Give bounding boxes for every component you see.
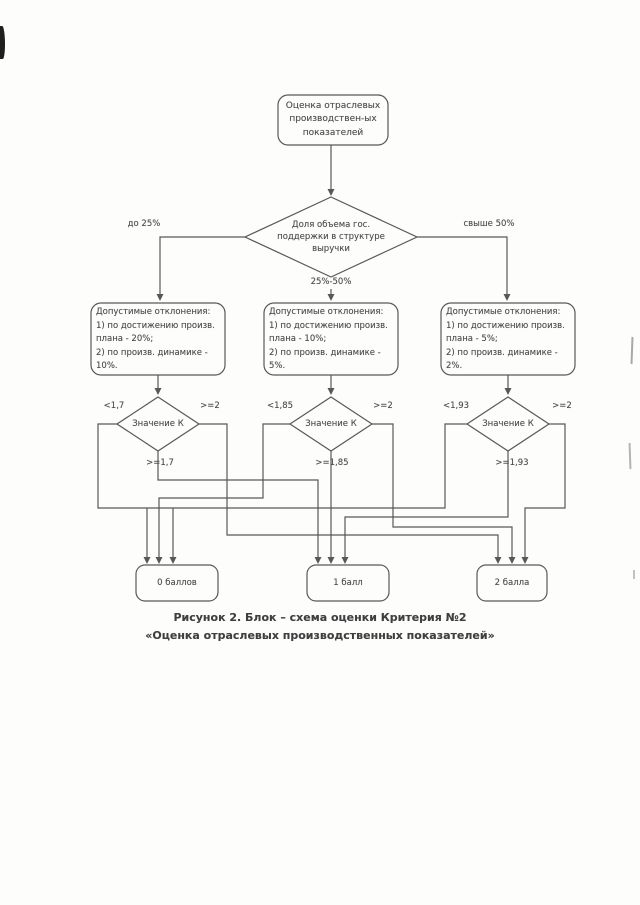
branch-label-right: свыше 50%	[463, 218, 515, 229]
lt-label: <1,7	[103, 401, 125, 411]
k-decision-label: Значение К	[305, 419, 357, 429]
k-decision-label: Значение К	[482, 419, 534, 429]
connector-line	[372, 423, 513, 560]
connector-line	[157, 451, 319, 560]
main-decision-shape	[243, 196, 419, 278]
figure-caption-line2: «Оценка отраслевых производственных пока…	[145, 629, 495, 642]
ge-label: >=1,93	[495, 458, 529, 468]
lt-label: <1,85	[266, 401, 294, 411]
start-node-shape	[277, 94, 389, 146]
ge2-label: >=2	[373, 401, 393, 411]
branch-label-left: до 25%	[127, 218, 161, 229]
ge2-label: >=2	[552, 401, 572, 411]
branch-label-middle: 25%-50%	[310, 277, 352, 287]
scan-artifact	[0, 26, 5, 59]
scan-artifact	[633, 570, 635, 579]
figure-caption-line1: Рисунок 2. Блок – схема оценки Критерия …	[173, 611, 467, 624]
arrowheads	[143, 189, 529, 564]
ge-label: >=1,85	[315, 458, 349, 468]
result-label: 0 баллов	[157, 578, 197, 588]
ge2-label: >=2	[200, 401, 220, 411]
result-node-shape	[306, 564, 390, 602]
connector-line	[524, 423, 566, 560]
connector-line	[199, 423, 499, 560]
deviations-label: Допустимые отклонения: 1) по достижению …	[446, 307, 565, 372]
main-decision-label: Доля объема гос. поддержки в структуре в…	[277, 219, 385, 255]
deviations-label: Допустимые отклонения: 1) по достижению …	[96, 307, 215, 372]
connector-line	[159, 236, 245, 297]
connector-line	[158, 423, 290, 560]
connector-line	[417, 236, 508, 297]
deviations-label: Допустимые отклонения: 1) по достижению …	[269, 307, 388, 372]
result-label: 1 балл	[333, 578, 363, 588]
k-decision-label: Значение К	[132, 419, 184, 429]
start-node-label: Оценка отраслевых производствен-ых показ…	[285, 100, 381, 138]
result-label: 2 балла	[494, 578, 530, 588]
lt-label: <1,93	[442, 401, 470, 411]
connector-line	[344, 451, 509, 560]
ge-label: >=1,7	[146, 458, 174, 468]
result-node-shape	[135, 564, 219, 602]
result-node-shape	[476, 564, 548, 602]
connector-line	[97, 423, 467, 509]
